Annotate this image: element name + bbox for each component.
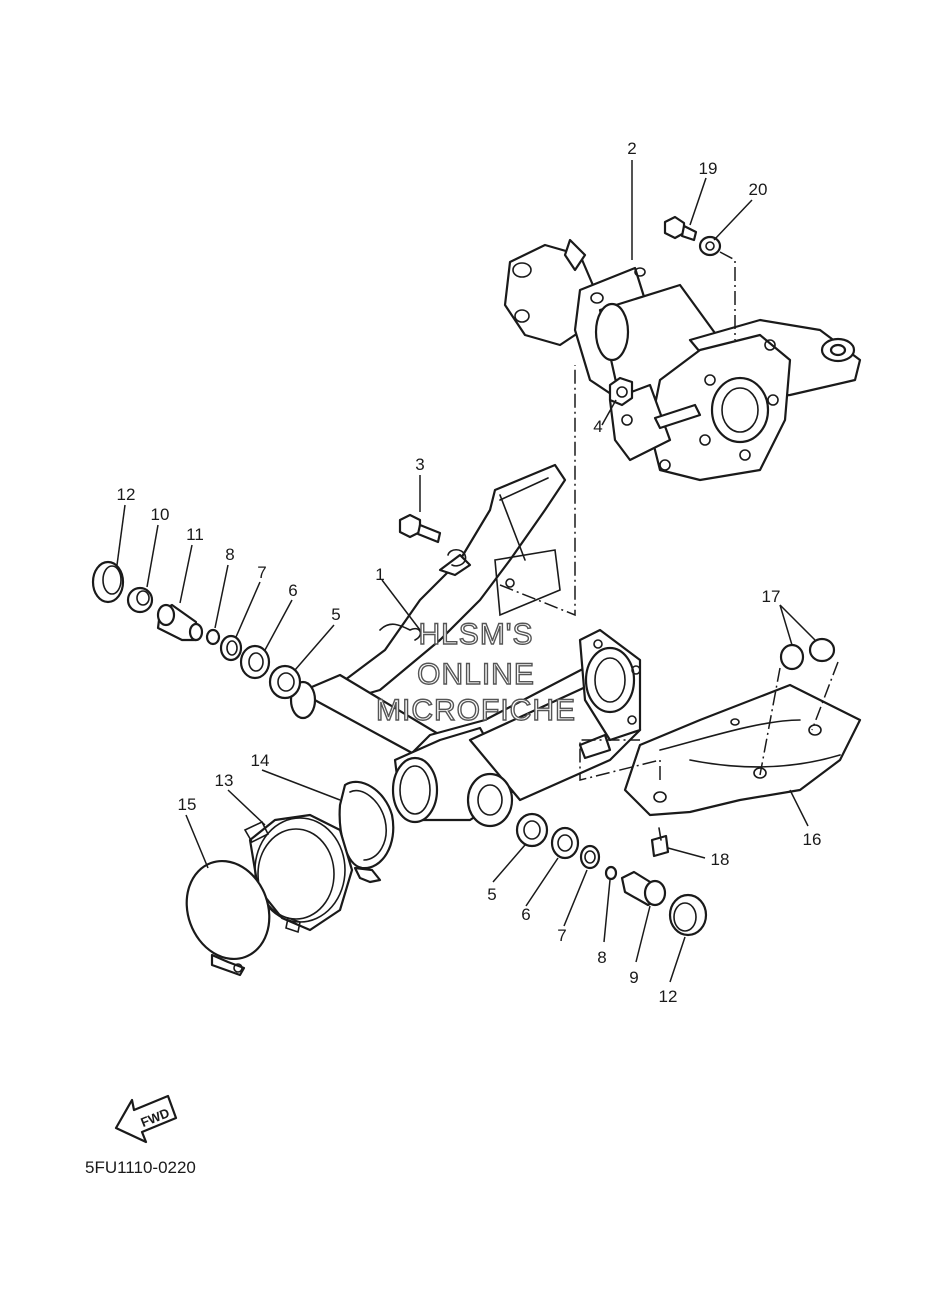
- bearing-5-right: [515, 812, 549, 848]
- callout-11: 11: [186, 525, 204, 544]
- bearing-5-left: [268, 664, 302, 700]
- watermark-line-1: HLSM'S: [418, 618, 533, 651]
- callout-9: 9: [629, 968, 638, 987]
- cap-17-centerline-2: [811, 661, 839, 731]
- o-ring-8-right: [604, 865, 618, 881]
- guard-centerline: [579, 739, 661, 781]
- guard-16: [623, 683, 862, 817]
- leader-lines: [116, 160, 816, 983]
- callout-5-left: 5: [331, 605, 340, 624]
- pivot-bolt-9: [620, 870, 667, 907]
- band-15: [185, 859, 271, 977]
- cap-17: [779, 637, 836, 671]
- cap-17-centerline: [759, 667, 781, 776]
- boot-13: [243, 813, 354, 934]
- callout-6-right: 6: [521, 905, 530, 924]
- callout-7-right: 7: [557, 926, 566, 945]
- callout-17: 17: [762, 587, 781, 606]
- callout-10: 10: [151, 505, 170, 524]
- callout-18: 18: [711, 850, 730, 869]
- bolt-3: [398, 513, 467, 567]
- callout-4: 4: [593, 417, 602, 436]
- callout-2: 2: [627, 139, 636, 158]
- washer-20-centerline: [719, 251, 736, 340]
- callout-3: 3: [415, 455, 424, 474]
- bushing-12-right: [668, 893, 708, 937]
- nut-4: [608, 376, 634, 407]
- callout-6-left: 6: [288, 581, 297, 600]
- bearing-6-left: [239, 644, 271, 680]
- bushing-12-left: [91, 560, 125, 604]
- callout-13: 13: [215, 771, 234, 790]
- callout-19: 19: [699, 159, 718, 178]
- rear-axle-housing: [503, 238, 862, 482]
- bolt-19: [663, 215, 698, 242]
- callout-12-right: 12: [659, 987, 678, 1006]
- callout-15: 15: [178, 795, 197, 814]
- screw-18: [650, 827, 670, 858]
- oil-seal-7-right: [579, 844, 601, 870]
- swingarm-centerline: [499, 365, 576, 617]
- o-ring-8-left: [205, 628, 221, 646]
- fwd-arrow-icon: FWD: [114, 1094, 178, 1144]
- callout-7-left: 7: [257, 563, 266, 582]
- bearing-6-right: [550, 826, 580, 860]
- watermark-line-2: ONLINE: [417, 658, 535, 691]
- collar-10: [126, 586, 154, 614]
- diagram-code: 5FU1110-0220: [85, 1158, 196, 1177]
- oil-seal-7-left: [219, 634, 243, 662]
- pivot-shaft-11: [156, 603, 204, 642]
- callout-5-right: 5: [487, 885, 496, 904]
- callout-16: 16: [803, 830, 822, 849]
- callout-8-left: 8: [225, 545, 234, 564]
- callout-20: 20: [749, 180, 768, 199]
- callout-14: 14: [251, 751, 270, 770]
- watermark-line-3: MICROFICHE: [376, 694, 576, 727]
- callout-1: 1: [375, 565, 384, 584]
- callout-8-right: 8: [597, 948, 606, 967]
- washer-20: [698, 235, 722, 257]
- callout-12-left: 12: [117, 485, 136, 504]
